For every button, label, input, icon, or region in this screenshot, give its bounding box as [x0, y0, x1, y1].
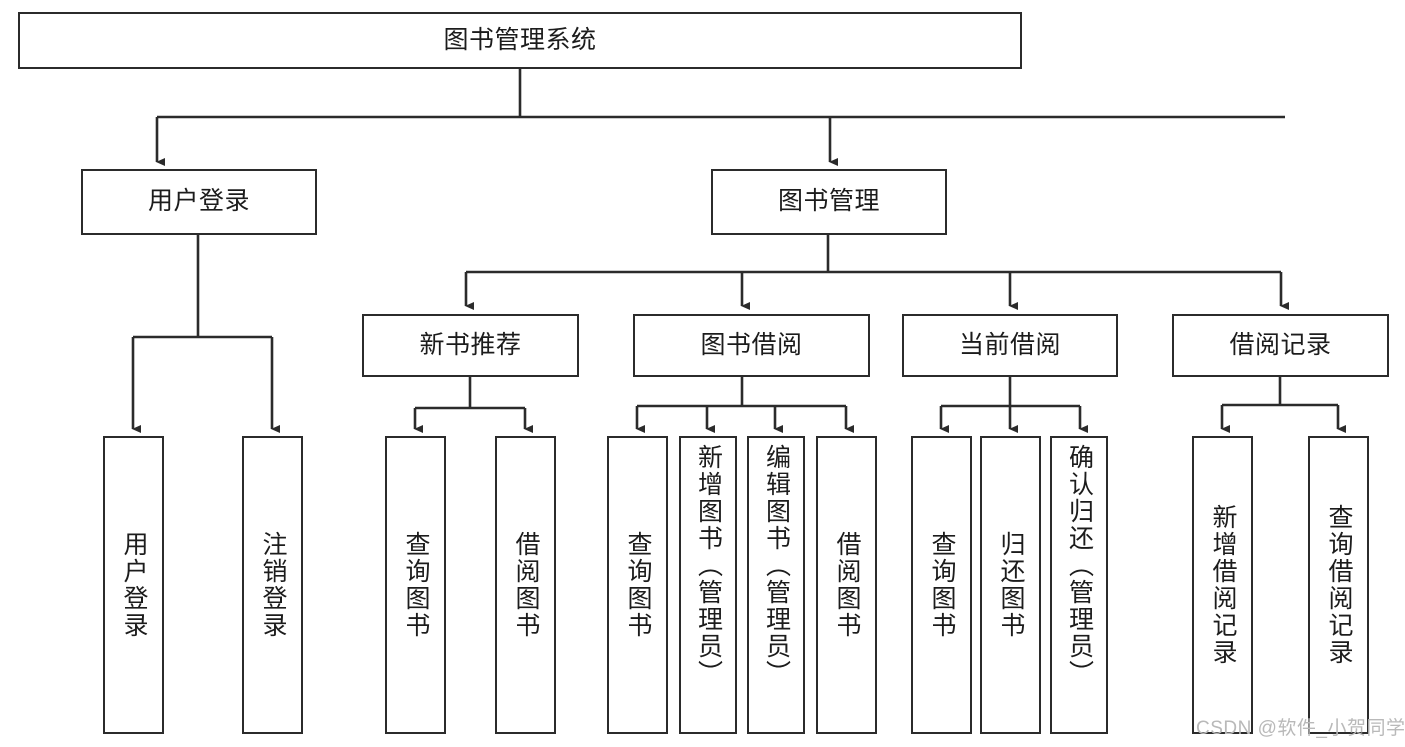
leaf-current-return-book[interactable]: 归还图书	[980, 436, 1041, 734]
node-label: 新增图书（管理员）	[694, 444, 723, 687]
leaf-recommend-borrow-book[interactable]: 借阅图书	[495, 436, 556, 734]
node-label: 借阅记录	[1229, 330, 1332, 359]
node-label: 当前借阅	[958, 330, 1061, 359]
node-label: 归还图书	[997, 531, 1025, 639]
node-user-login[interactable]: 用户登录	[81, 169, 317, 235]
leaf-user-login-login[interactable]: 用户登录	[103, 436, 164, 734]
node-label: 查询图书	[928, 531, 956, 639]
node-book-management[interactable]: 图书管理	[711, 169, 947, 235]
node-label: 确认归还（管理员）	[1065, 444, 1094, 687]
leaf-recommend-query-book[interactable]: 查询图书	[385, 436, 446, 734]
leaf-user-login-logout[interactable]: 注销登录	[242, 436, 303, 734]
leaf-record-add-record[interactable]: 新增借阅记录	[1192, 436, 1253, 734]
leaf-borrow-query-book[interactable]: 查询图书	[607, 436, 668, 734]
node-current-borrow[interactable]: 当前借阅	[902, 314, 1118, 377]
watermark: CSDN @软件_小贺同学	[1196, 718, 1405, 739]
node-label: 编辑图书（管理员）	[762, 444, 791, 687]
node-label: 查询图书	[624, 531, 652, 639]
node-label: 用户登录	[120, 531, 148, 639]
node-borrow-record[interactable]: 借阅记录	[1172, 314, 1389, 377]
node-book-borrow[interactable]: 图书借阅	[633, 314, 870, 377]
node-label: 借阅图书	[512, 531, 540, 639]
node-label: 图书管理系统	[443, 25, 597, 54]
leaf-current-query-book[interactable]: 查询图书	[911, 436, 972, 734]
node-label: 用户登录	[147, 187, 250, 216]
node-new-book-recommend[interactable]: 新书推荐	[362, 314, 579, 377]
node-label: 图书借阅	[700, 330, 803, 359]
node-label: 查询图书	[402, 531, 430, 639]
node-label: 图书管理	[777, 187, 880, 216]
leaf-borrow-edit-book-admin[interactable]: 编辑图书（管理员）	[747, 436, 805, 734]
node-label: 借阅图书	[833, 531, 861, 639]
node-label: 新书推荐	[419, 330, 522, 359]
node-label: 注销登录	[259, 531, 287, 639]
leaf-borrow-add-book-admin[interactable]: 新增图书（管理员）	[679, 436, 737, 734]
node-label: 新增借阅记录	[1209, 504, 1237, 666]
leaf-record-query-record[interactable]: 查询借阅记录	[1308, 436, 1369, 734]
node-label: 查询借阅记录	[1325, 504, 1353, 666]
node-root-system[interactable]: 图书管理系统	[18, 12, 1022, 69]
leaf-borrow-borrow-book[interactable]: 借阅图书	[816, 436, 877, 734]
leaf-current-confirm-return-admin[interactable]: 确认归还（管理员）	[1050, 436, 1108, 734]
